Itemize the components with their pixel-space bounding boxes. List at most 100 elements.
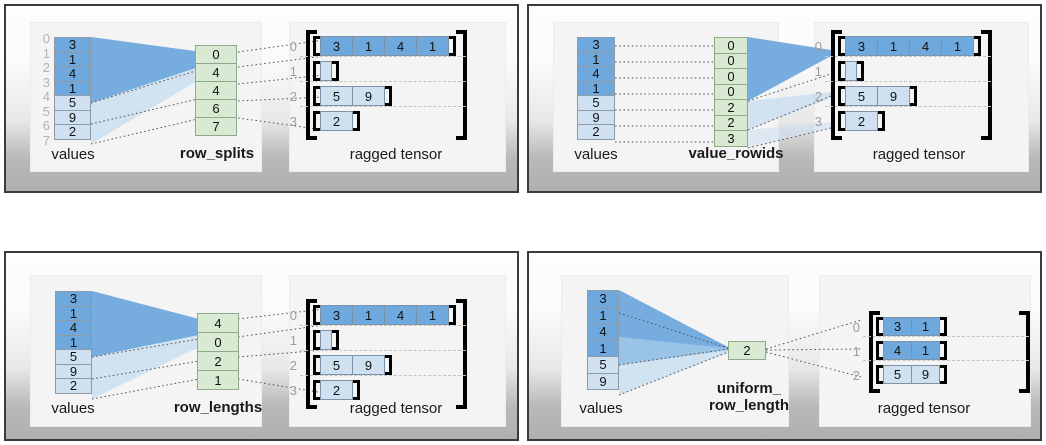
tensor-row-index: 2 [289,358,297,373]
tensor-cell: 3 [320,305,353,325]
tensor-row: 2 [838,111,885,131]
encoding-cell: 0 [197,332,239,352]
value-index-label: 0 [42,31,50,46]
encoding-cell: 0 [195,45,237,64]
encoding-cell: 3 [714,130,748,147]
row-separator [300,375,466,376]
tensor-cell: 4 [909,36,942,56]
row-bracket-right [878,111,885,131]
value-cell: 4 [54,66,91,82]
value-cell: 3 [587,290,619,308]
value-cell: 2 [54,124,91,140]
encoding-cell: 0 [714,68,748,85]
tensor-cell: 1 [877,36,910,56]
row-bracket-right [940,317,947,336]
tensor-cell: 1 [416,305,449,325]
row-separator [825,106,991,107]
tensor-row-index: 3 [289,383,297,398]
row-bracket-right [940,365,947,384]
tensor-row [313,330,339,350]
encoding-caption-line-1: uniform_ [716,380,782,397]
tensor-cell: 9 [911,365,940,384]
tensor-row-index: 0 [289,39,297,54]
encoding-cell: 0 [714,52,748,69]
tensor-row-cells: 2 [320,111,353,131]
value-cell: 2 [55,378,92,394]
tensor-empty-cell [320,330,332,350]
values-caption-uniform-row-length: values [579,400,623,417]
tensor-caption-row-lengths: ragged tensor [349,400,443,417]
encoding-column-uniform-row-length: 2 [728,341,766,360]
tensor-row-index: 3 [289,114,297,129]
tensor-row-index: 0 [852,320,860,335]
row-bracket-right [353,111,360,131]
tensor-cell: 4 [384,36,417,56]
value-cell: 5 [587,356,619,374]
row-bracket-right [910,86,917,106]
tensor-caption-uniform-row-length: ragged tensor [877,400,971,417]
encoding-cell: 0 [714,83,748,100]
row-separator [300,350,466,351]
value-cell: 3 [54,37,91,53]
outer-bracket-right [1019,311,1030,393]
row-bracket-right [332,330,339,350]
outer-bracket-right [981,30,992,140]
value-index-label: 7 [42,132,50,148]
tensor-row-index: 2 [814,89,822,104]
value-cell: 1 [54,51,91,67]
row-bracket-right [353,380,360,400]
row-bracket-left [313,36,320,56]
value-cell: 4 [577,66,615,82]
tensor-cell: 5 [320,86,353,106]
row-separator [863,336,1029,337]
tensor-row-index: 0 [289,308,297,323]
value-cell: 4 [55,320,92,336]
row-bracket-left [313,86,320,106]
row-separator [300,56,466,57]
value-cell: 1 [55,305,92,321]
tensor-empty-cell [320,61,332,81]
encoding-cell: 2 [197,351,239,371]
row-bracket-right [974,36,981,56]
tensor-row-index: 1 [814,64,822,79]
row-bracket-right [332,61,339,81]
tensor-row-cells: 2 [320,380,353,400]
tensor-cell: 1 [352,305,385,325]
tensor-row [838,61,864,81]
value-cell: 1 [577,80,615,96]
tensor-row-index: 1 [289,64,297,79]
row-bracket-right [385,86,392,106]
value-cell: 1 [55,334,92,350]
encoding-cell: 0 [714,37,748,54]
outer-bracket-left [306,30,317,140]
outer-bracket-left [869,311,880,393]
values-caption-row-lengths: values [51,400,95,417]
row-bracket-left [876,365,883,384]
tensor-caption-value-rowids: ragged tensor [872,146,966,163]
encoding-cell: 4 [197,313,239,333]
value-cell: 1 [54,80,91,96]
row-separator [300,325,466,326]
row-bracket-left [876,317,883,336]
value-index-label: 5 [42,103,50,119]
tensor-row-cells [845,61,857,81]
encoding-cell: 1 [197,370,239,390]
